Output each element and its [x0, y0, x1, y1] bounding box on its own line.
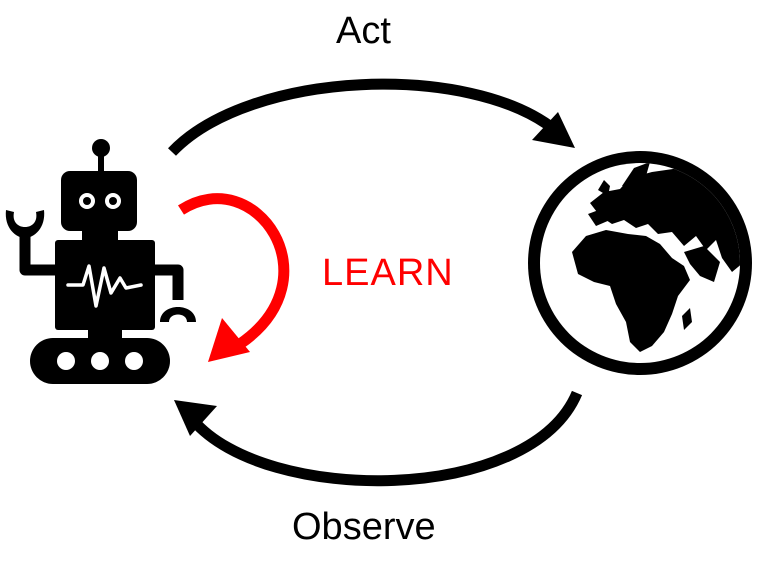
robot-eye-right-pupil [109, 197, 117, 205]
globe-arabia [684, 246, 720, 282]
act-arrow-curve [168, 78, 559, 156]
robot-right-claw [160, 307, 196, 322]
learn-arrow [178, 193, 290, 362]
learn-label: LEARN [322, 252, 454, 294]
robot-antenna-stem [98, 155, 104, 173]
act-arrow [168, 78, 575, 156]
act-label: Act [336, 10, 391, 52]
globe-iberia [588, 208, 610, 226]
globe-scandinavia [622, 163, 650, 188]
robot-body [55, 240, 155, 330]
robot-left-claw [5, 210, 45, 238]
robot-right-arm [155, 264, 184, 300]
robot-head [61, 171, 137, 231]
globe-eurasia [590, 168, 740, 272]
globe-africa [572, 230, 690, 352]
globe-madagascar [682, 308, 692, 330]
learn-arrow-head [208, 318, 250, 362]
observe-label: Observe [292, 506, 436, 548]
robot-wheel-2 [91, 352, 109, 370]
globe-british-isles [598, 180, 610, 196]
act-arrow-head [532, 112, 575, 148]
robot-eye-left-pupil [83, 197, 91, 205]
robot-antenna-tip [92, 139, 110, 157]
robot-icon [5, 139, 196, 384]
learn-arrow-curve [178, 193, 290, 349]
robot-wheel-1 [57, 352, 75, 370]
robot-neck [82, 231, 118, 241]
globe-icon [528, 151, 752, 375]
robot-left-arm [19, 232, 55, 276]
observe-arrow-curve [188, 390, 583, 487]
robot-wheel-3 [125, 352, 143, 370]
observe-arrow-head [174, 400, 217, 436]
robot-heartbeat-line [66, 264, 143, 308]
observe-arrow [174, 390, 583, 487]
